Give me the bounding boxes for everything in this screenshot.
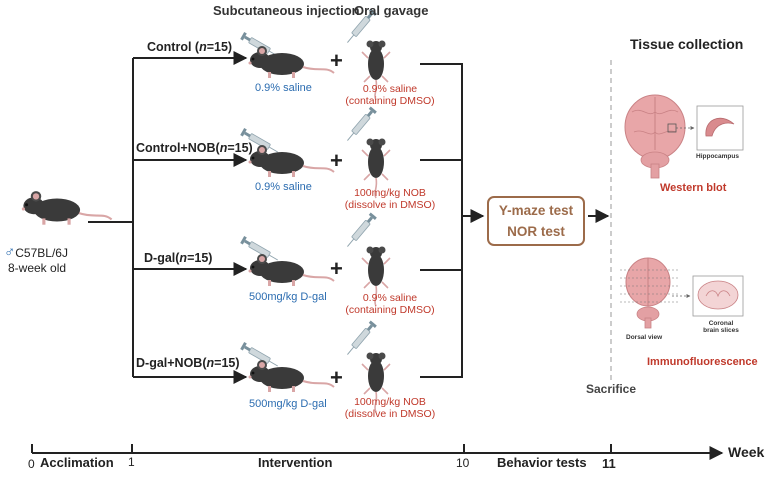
- western-blot-label: Western blot: [660, 182, 727, 194]
- age-label: 8-week old: [8, 261, 67, 275]
- week-10-label: 10: [456, 456, 470, 470]
- mouse-side-icon: [247, 144, 335, 178]
- group-label-control: Control (n=15): [147, 40, 233, 54]
- hippocampus-label: Hippocampus: [696, 153, 739, 160]
- acclimation-label: Acclimation: [40, 455, 114, 470]
- group-label-dgal-nob: D-gal+NOB(n=15): [136, 356, 240, 370]
- y-maze-label: Y-maze test: [498, 203, 574, 218]
- male-symbol-icon: ♂: [4, 244, 16, 261]
- behavior-tests-label: Behavior tests: [497, 455, 587, 470]
- sc-label-2: 0.9% saline: [255, 181, 312, 193]
- oral-label-1: 0.9% saline(containing DMSO): [345, 83, 435, 108]
- mouse-side-icon: [247, 253, 335, 287]
- sacrifice-label: Sacrifice: [586, 382, 637, 396]
- sc-label-1: 0.9% saline: [255, 82, 312, 94]
- subcutaneous-header: Subcutaneous injection: [213, 3, 360, 18]
- oral-label-2: 100mg/kg NOB(dissolve in DMSO): [344, 187, 436, 212]
- sc-label-3: 500mg/kg D-gal: [249, 291, 327, 303]
- hippocampus-box: [696, 105, 744, 151]
- oral-header: Oral gavage: [354, 3, 429, 18]
- brain-dorsal-icon: [620, 257, 680, 329]
- brain-top-icon: [624, 94, 686, 179]
- plus-sign: +: [330, 365, 343, 390]
- week-1-label: 1: [128, 455, 135, 469]
- merge-bracket-bottom: [420, 269, 463, 378]
- mouse-side-icon: [247, 45, 335, 79]
- group-label-control-nob: Control+NOB(n=15): [136, 141, 253, 155]
- sc-label-4: 500mg/kg D-gal: [249, 398, 327, 410]
- strain-label: ♂C57BL/6J: [4, 244, 68, 261]
- week-0-label: 0: [28, 457, 35, 471]
- oral-label-4: 100mg/kg NOB(dissolve in DMSO): [344, 396, 436, 421]
- immunofluorescence-label: Immunofluorescence: [647, 356, 758, 368]
- week-unit-label: Week: [728, 444, 765, 460]
- behavior-tests-box: Y-maze test NOR test: [487, 196, 585, 246]
- syringe-icon: [343, 320, 378, 358]
- oral-label-3: 0.9% saline(containing DMSO): [345, 292, 435, 317]
- week-11-label: 11: [602, 456, 616, 471]
- origin-mouse-icon: [20, 190, 113, 226]
- plus-sign: +: [330, 48, 343, 73]
- syringe-icon: [343, 106, 378, 144]
- intervention-label: Intervention: [258, 455, 333, 470]
- strain-text: C57BL/6J: [15, 246, 68, 260]
- plus-sign: +: [330, 148, 343, 173]
- group-label-dgal: D-gal(n=15): [144, 251, 213, 265]
- nor-label: NOR test: [507, 224, 565, 239]
- syringe-icon: [343, 212, 378, 250]
- plus-sign: +: [330, 256, 343, 281]
- tissue-header: Tissue collection: [630, 36, 744, 52]
- dorsal-view-label: Dorsal view: [626, 334, 663, 341]
- hippocampus-icon: [705, 117, 735, 137]
- mouse-side-icon: [247, 359, 335, 393]
- merge-bracket-top: [420, 63, 463, 161]
